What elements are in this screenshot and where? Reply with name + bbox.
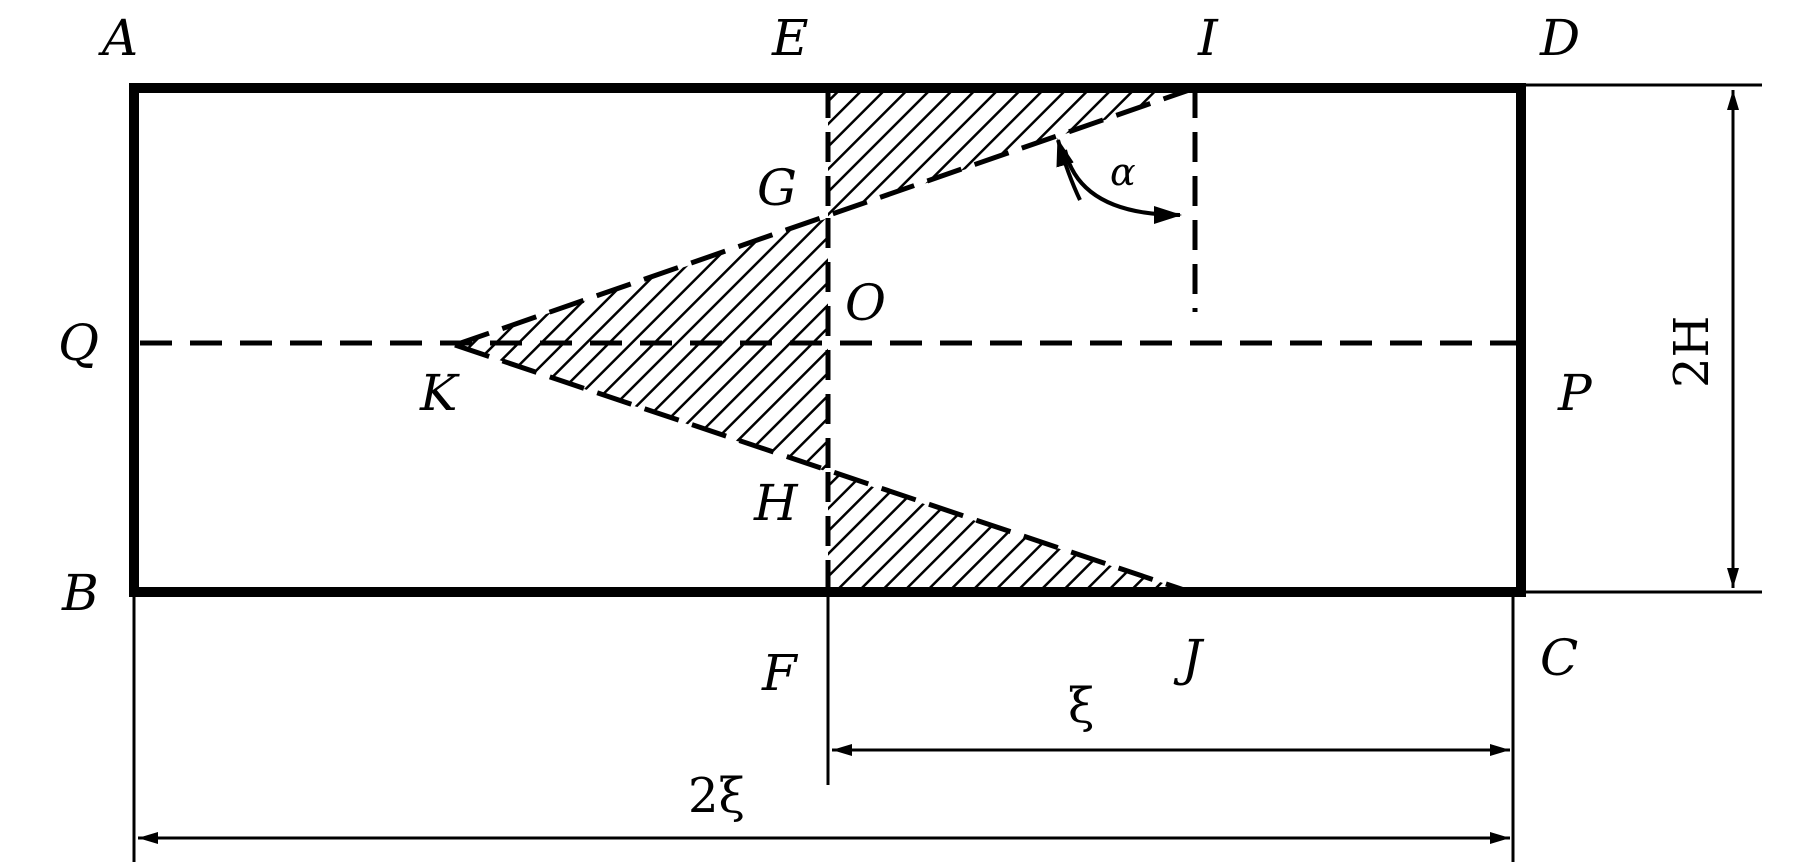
label-q: Q [58, 314, 99, 372]
label-c: C [1540, 629, 1578, 687]
label-h: H [753, 474, 799, 532]
label-o: O [845, 274, 886, 332]
label-alpha: α [1110, 150, 1136, 194]
label-b: B [61, 564, 99, 622]
label-g: G [757, 159, 797, 217]
label-i: I [1197, 9, 1219, 67]
line-k-i [454, 85, 1196, 348]
label-p: P [1557, 364, 1593, 422]
line-k-j [454, 342, 1191, 595]
angle-alpha-arc-start [1056, 138, 1082, 201]
label-k: K [419, 364, 460, 422]
upper-hatched-region [828, 88, 1195, 218]
label-half-width: ξ [1068, 678, 1094, 734]
label-a: A [98, 9, 138, 67]
label-e: E [771, 9, 809, 67]
label-height: 2H [1664, 316, 1720, 388]
label-f: F [761, 644, 799, 702]
label-full-width: 2ξ [688, 768, 745, 824]
label-d: D [1539, 9, 1580, 67]
label-j: J [1173, 629, 1205, 687]
